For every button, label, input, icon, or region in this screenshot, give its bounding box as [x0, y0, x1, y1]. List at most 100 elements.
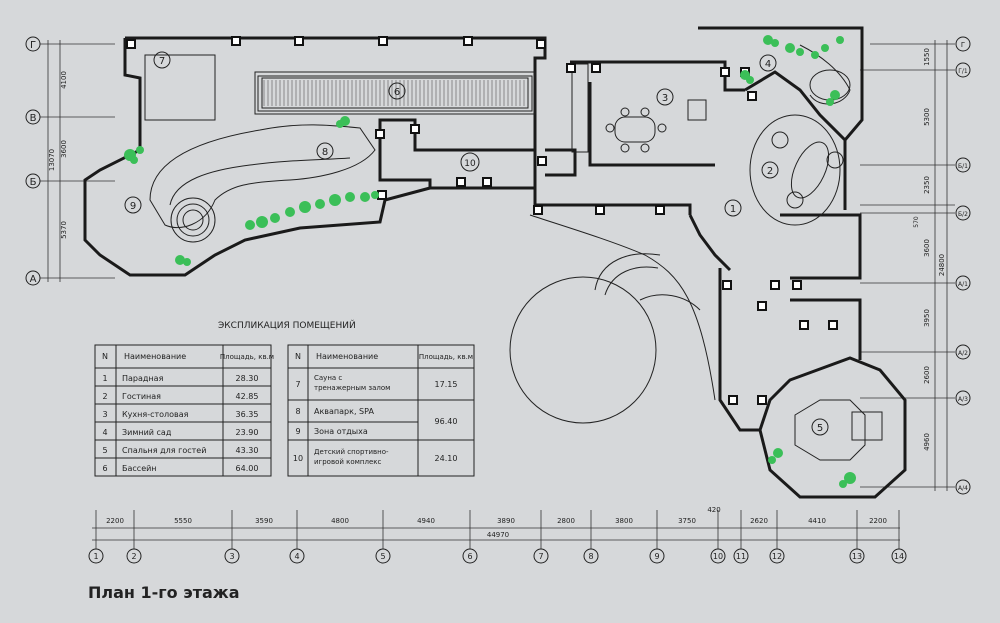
column [378, 36, 388, 46]
column [537, 156, 547, 166]
plant [830, 90, 840, 100]
column [828, 320, 838, 330]
axis-marker [375, 548, 391, 564]
axis-marker [769, 548, 785, 564]
plant [360, 192, 370, 202]
table-header: Наименование [124, 352, 186, 361]
room-number-10: 10 [464, 159, 476, 169]
table-cell: Аквапарк, SPA [314, 407, 374, 416]
table-cell: 42.85 [236, 392, 259, 401]
axis-label: 5 [380, 552, 385, 561]
axis-label: А/4 [958, 485, 968, 492]
plant [768, 456, 776, 464]
axis-marker [126, 548, 142, 564]
axis-label: 10 [713, 552, 723, 561]
axis-marker-a-left [25, 270, 41, 286]
axis-label: 14 [894, 552, 904, 561]
dim-label: 5370 [60, 221, 68, 239]
plant [315, 199, 325, 209]
table-cell: 2 [102, 392, 107, 401]
dim-label: 2620 [750, 517, 768, 525]
axis-label: Б [30, 177, 37, 188]
table-header: Площадь, кв.м [419, 353, 473, 361]
table-cell: 64.00 [236, 464, 259, 473]
dim-label: 420 [707, 506, 720, 514]
axis-marker [224, 548, 240, 564]
dim-label: 3600 [60, 140, 68, 158]
plant [836, 36, 844, 44]
axis-label: А/1 [958, 281, 968, 288]
dim-total-label: 24800 [938, 254, 946, 276]
table-cell: 24.10 [435, 454, 458, 463]
room-number-6: 6 [394, 87, 400, 98]
dim-label: 4960 [923, 433, 931, 451]
dim-label: 3890 [497, 517, 515, 525]
dim-label: 2600 [923, 366, 931, 384]
room-number-8: 8 [322, 147, 328, 158]
table-cell: Зона отдыха [314, 427, 368, 436]
table-cell: 4 [102, 428, 107, 437]
dim-label: 1550 [923, 48, 931, 66]
axis-marker [533, 548, 549, 564]
plan-title: План 1-го этажа [88, 583, 240, 602]
axis-marker-a2-right [955, 344, 971, 360]
plant [245, 220, 255, 230]
column [757, 395, 767, 405]
left-axis: Г В Б А 4100 3600 5370 13070 [25, 36, 115, 286]
winter-garden [799, 44, 851, 105]
room-number-4: 4 [765, 59, 771, 70]
table-cell: Детский спортивно-игровой комплекс [314, 448, 389, 466]
table-cell: 96.40 [435, 417, 458, 426]
column [410, 124, 420, 134]
column [757, 301, 767, 311]
plant [839, 480, 847, 488]
axis-marker-g-right [955, 36, 971, 52]
dim-label: 2200 [106, 517, 124, 525]
plant [130, 156, 138, 164]
right-axis: Г Г/1 Б/1 Б/2 А/1 А/2 А/3 А/4 1550 5300 … [860, 36, 971, 495]
column [722, 280, 732, 290]
axis-label: Г/1 [958, 68, 968, 75]
column [126, 39, 136, 49]
axis-marker [891, 548, 907, 564]
column [463, 36, 473, 46]
column [792, 280, 802, 290]
dim-label: 2800 [557, 517, 575, 525]
axis-marker-a4-right [955, 479, 971, 495]
dim-total-label: 13070 [48, 149, 56, 171]
table-cell: 10 [293, 454, 303, 463]
axis-marker [710, 548, 726, 564]
plant [329, 194, 341, 206]
dim-label: 5300 [923, 108, 931, 126]
column [536, 39, 546, 49]
spa-area [149, 124, 376, 243]
plant [746, 76, 754, 84]
table-cell: 5 [102, 446, 107, 455]
explication-title: ЭКСПЛИКАЦИЯ ПОМЕЩЕНИЙ [218, 319, 356, 331]
axis-label: А/2 [958, 350, 968, 357]
axis-label: 2 [131, 552, 136, 561]
table-cell: Гостиная [122, 392, 161, 401]
plant [299, 201, 311, 213]
plant [811, 51, 819, 59]
living-room-furniture [749, 114, 844, 226]
column [747, 91, 757, 101]
dim-label: 2200 [869, 517, 887, 525]
dining-table [605, 99, 707, 153]
dim-label: 2350 [923, 176, 931, 194]
table-cell: Парадная [122, 374, 164, 383]
table-cell: 7 [295, 380, 300, 389]
plant [785, 43, 795, 53]
axis-label: 7 [538, 552, 543, 561]
axis-marker-b2-right [955, 205, 971, 221]
axis-label: Б/1 [958, 163, 968, 170]
plant [345, 192, 355, 202]
column [770, 280, 780, 290]
axis-label: 3 [229, 552, 234, 561]
table-cell: Кухня-столовая [122, 410, 189, 419]
table-cell: 36.35 [236, 410, 259, 419]
